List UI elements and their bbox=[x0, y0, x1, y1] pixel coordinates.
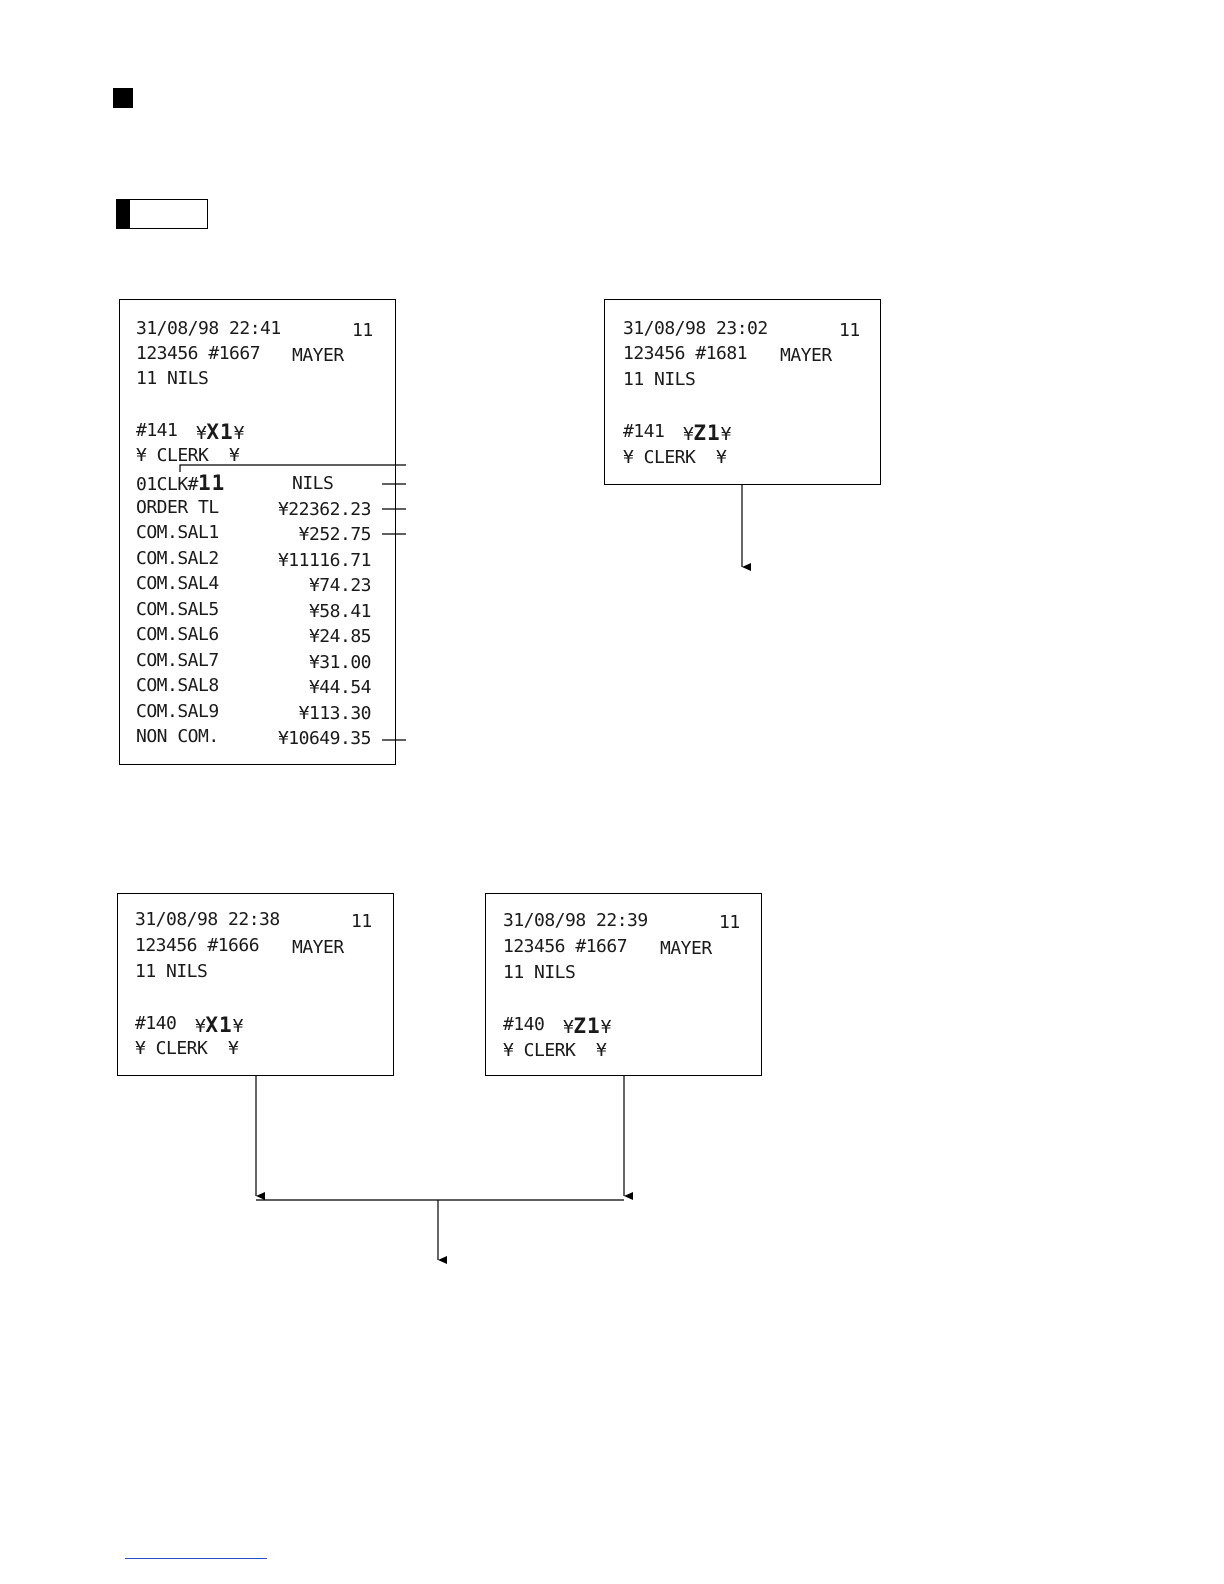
receipt-clerk-line: 11 NILS bbox=[623, 369, 696, 390]
report-title: ¥ CLERK ¥ bbox=[136, 445, 240, 466]
receipt-machine-no: 11 bbox=[351, 911, 372, 932]
clerk-row-name: NILS bbox=[292, 473, 334, 494]
receipt-clerk-line: 11 NILS bbox=[503, 962, 576, 983]
section-bullet-icon bbox=[113, 88, 133, 108]
row-value: ¥252.75 bbox=[298, 524, 372, 545]
star-left: ¥ bbox=[195, 1016, 206, 1037]
receipt-clerk-line: 11 NILS bbox=[135, 961, 208, 982]
row-value: ¥22362.23 bbox=[277, 499, 372, 520]
report-mode-line: ¥Z1¥ bbox=[683, 421, 732, 445]
star-right: ¥ bbox=[720, 424, 732, 445]
row-value: ¥11116.71 bbox=[277, 550, 372, 571]
receipt-serial: 123456 #1667 bbox=[503, 936, 628, 957]
receipt-serial: 123456 #1681 bbox=[623, 343, 748, 364]
receipt-date: 31/08/98 22:39 bbox=[503, 910, 648, 931]
report-mode-line: ¥Z1¥ bbox=[563, 1014, 612, 1038]
callout-line-clerk bbox=[179, 464, 406, 472]
row-label: COM.SAL9 bbox=[136, 701, 219, 722]
row-value: ¥10649.35 bbox=[277, 728, 372, 749]
tag-marker bbox=[117, 200, 130, 228]
row-label: ORDER TL bbox=[136, 497, 219, 518]
star-left: ¥ bbox=[683, 424, 694, 445]
report-mode: Z1 bbox=[693, 421, 721, 445]
receipt-serial: 123456 #1667 bbox=[136, 343, 261, 364]
star-right: ¥ bbox=[232, 1016, 244, 1037]
report-mode-line: ¥X1¥ bbox=[196, 420, 245, 444]
receipt-clerk-line: 11 NILS bbox=[136, 368, 209, 389]
row-value: ¥31.00 bbox=[308, 652, 372, 673]
report-tag-box bbox=[116, 199, 208, 229]
row-label: COM.SAL1 bbox=[136, 522, 219, 543]
row-value: ¥74.23 bbox=[308, 575, 372, 596]
clerk-row-label: 01CLK#11 bbox=[136, 473, 225, 494]
receipt-clerk-name: MAYER bbox=[660, 938, 712, 959]
report-mode: X1 bbox=[206, 420, 234, 444]
star-right: ¥ bbox=[600, 1017, 612, 1038]
report-title: ¥ CLERK ¥ bbox=[503, 1040, 607, 1061]
report-number: #140 bbox=[135, 1013, 177, 1034]
report-mode: Z1 bbox=[573, 1014, 601, 1038]
row-value: ¥113.30 bbox=[298, 703, 372, 724]
row-value: ¥58.41 bbox=[308, 601, 372, 622]
clerk-code-label: 01CLK# bbox=[136, 474, 199, 495]
row-label: COM.SAL2 bbox=[136, 548, 219, 569]
row-value: ¥24.85 bbox=[308, 626, 372, 647]
report-title: ¥ CLERK ¥ bbox=[135, 1038, 239, 1059]
report-number: #140 bbox=[503, 1014, 545, 1035]
star-left: ¥ bbox=[196, 423, 207, 444]
report-number: #141 bbox=[136, 420, 178, 441]
receipt-x140: 31/08/98 22:38 11 123456 #1666 MAYER 11 … bbox=[117, 893, 394, 1076]
star-right: ¥ bbox=[233, 423, 245, 444]
report-title: ¥ CLERK ¥ bbox=[623, 447, 727, 468]
receipt-serial: 123456 #1666 bbox=[135, 935, 260, 956]
receipt-clerk-name: MAYER bbox=[780, 345, 832, 366]
star-left: ¥ bbox=[563, 1017, 574, 1038]
receipt-machine-no: 11 bbox=[352, 320, 373, 341]
receipt-z141: 31/08/98 23:02 11 123456 #1681 MAYER 11 … bbox=[604, 299, 881, 485]
clerk-code: 11 bbox=[198, 471, 226, 495]
receipt-date: 31/08/98 22:41 bbox=[136, 318, 281, 339]
report-mode-line: ¥X1¥ bbox=[195, 1013, 244, 1037]
row-label: NON COM. bbox=[136, 726, 219, 747]
row-label: COM.SAL8 bbox=[136, 675, 219, 696]
receipt-x141: 31/08/98 22:41 11 123456 #1667 MAYER 11 … bbox=[119, 299, 396, 765]
receipt-date: 31/08/98 23:02 bbox=[623, 318, 768, 339]
receipt-z140: 31/08/98 22:39 11 123456 #1667 MAYER 11 … bbox=[485, 893, 762, 1076]
receipt-machine-no: 11 bbox=[839, 320, 860, 341]
report-number: #141 bbox=[623, 421, 665, 442]
footer-rule bbox=[125, 1558, 267, 1559]
receipt-machine-no: 11 bbox=[719, 912, 740, 933]
row-label: COM.SAL5 bbox=[136, 599, 219, 620]
row-label: COM.SAL6 bbox=[136, 624, 219, 645]
receipt-date: 31/08/98 22:38 bbox=[135, 909, 280, 930]
report-mode: X1 bbox=[205, 1013, 233, 1037]
row-value: ¥44.54 bbox=[308, 677, 372, 698]
receipt-clerk-name: MAYER bbox=[292, 937, 344, 958]
receipt-clerk-name: MAYER bbox=[292, 345, 344, 366]
row-label: COM.SAL4 bbox=[136, 573, 219, 594]
row-label: COM.SAL7 bbox=[136, 650, 219, 671]
